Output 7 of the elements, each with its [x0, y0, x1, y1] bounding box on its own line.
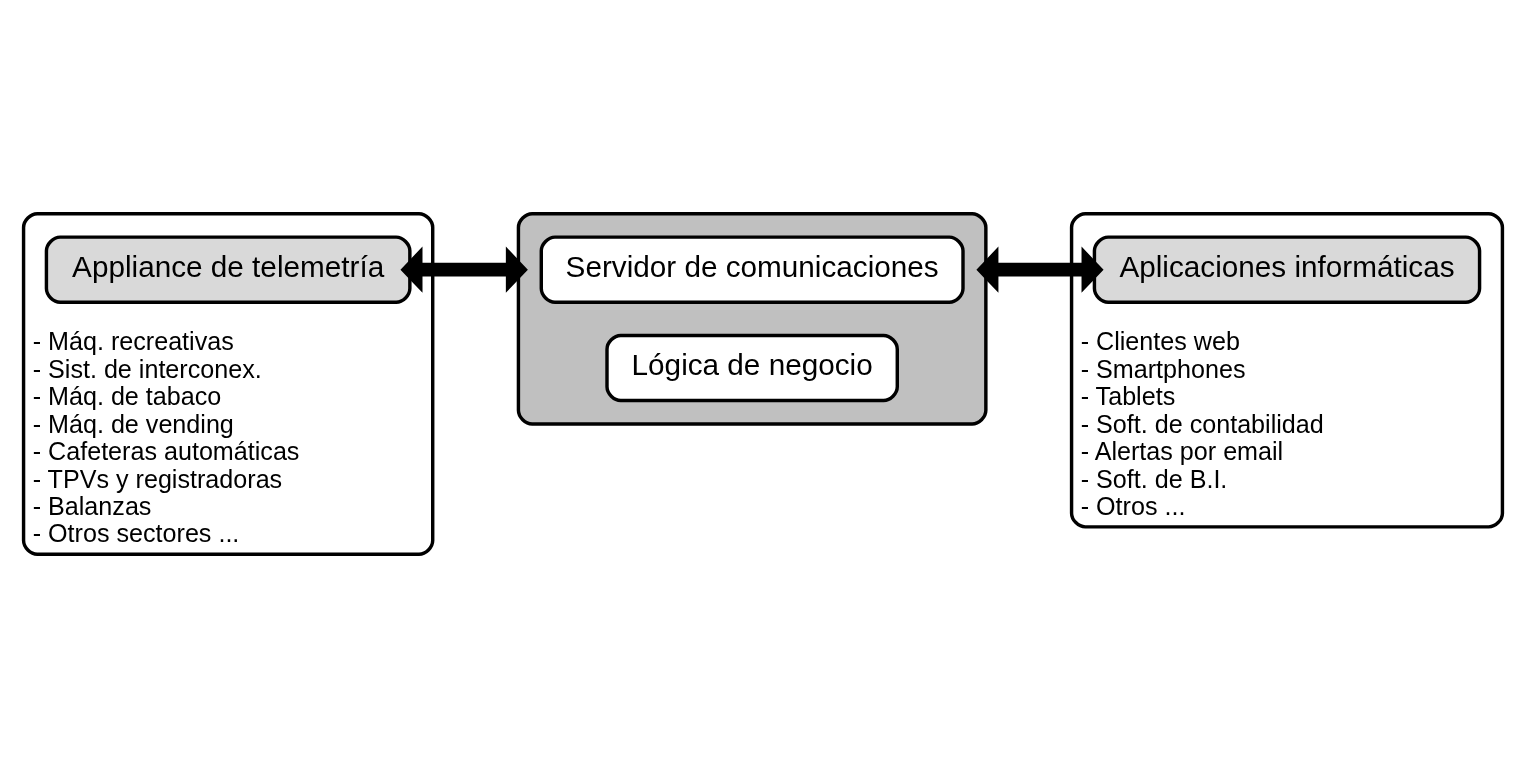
node-box: Lógica de negocio — [605, 333, 899, 403]
arrow — [400, 246, 528, 293]
arrow — [976, 246, 1104, 293]
node-box: Appliance de telemetría — [44, 235, 412, 304]
node-box: Servidor de comunicaciones — [539, 235, 965, 304]
node-box: Aplicaciones informáticas — [1092, 235, 1482, 304]
cluster — [516, 212, 988, 426]
